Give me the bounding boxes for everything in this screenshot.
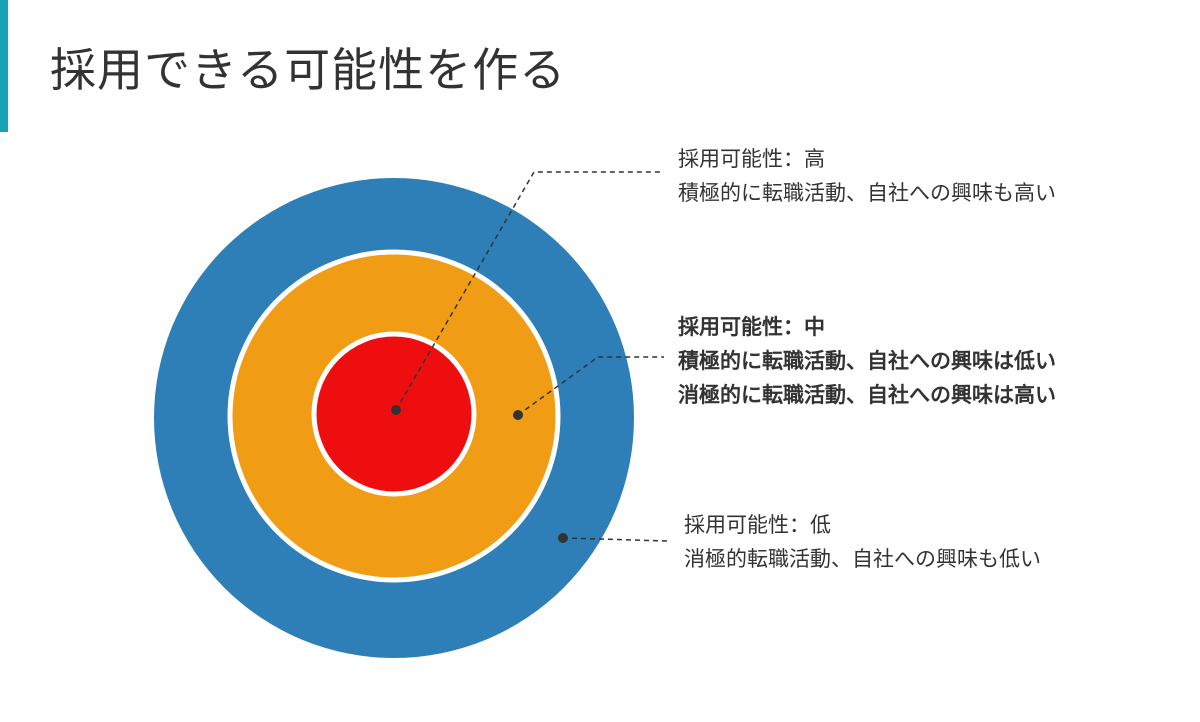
- label-high-line-1: 積極的に転職活動、自社への興味も高い: [678, 181, 1056, 205]
- leader-dot-low: [558, 533, 568, 543]
- leader-line-high: [395, 171, 664, 411]
- label-low-line-1: 消極的転職活動、自社への興味も低い: [684, 547, 1041, 571]
- leader-dot-high: [391, 405, 401, 415]
- label-mid: 採用可能性：中 積極的に転職活動、自社への興味は低い 消極的に転職活動、自社への…: [678, 310, 1056, 412]
- label-high: 採用可能性：高 積極的に転職活動、自社への興味も高い: [678, 142, 1056, 210]
- label-high-heading: 採用可能性：高: [678, 147, 825, 171]
- slide-title: 採用できる可能性を作る: [50, 43, 567, 97]
- leader-dot-mid: [513, 410, 523, 420]
- accent-bar: [0, 0, 8, 132]
- label-mid-line-1: 積極的に転職活動、自社への興味は低い: [678, 349, 1056, 373]
- label-low-heading: 採用可能性：低: [684, 513, 831, 537]
- label-mid-heading: 採用可能性：中: [678, 315, 825, 339]
- label-low: 採用可能性：低 消極的転職活動、自社への興味も低い: [684, 508, 1041, 576]
- label-mid-line-2: 消極的に転職活動、自社への興味は高い: [678, 383, 1056, 407]
